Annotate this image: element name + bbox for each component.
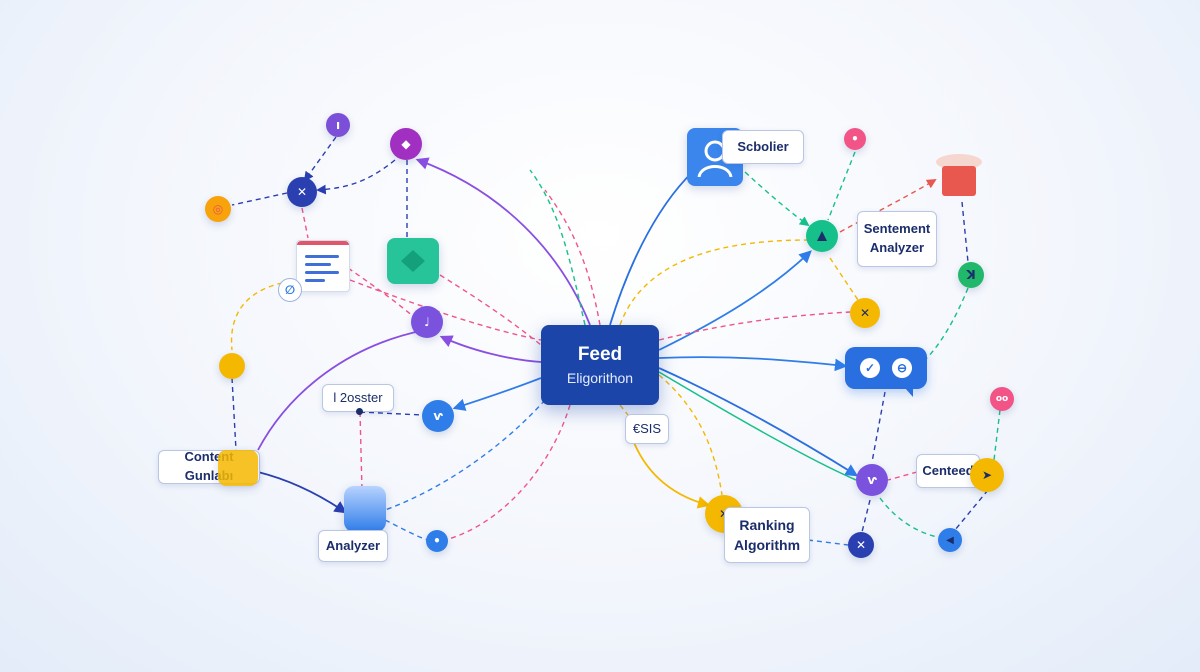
edge-green-hub bbox=[439, 274, 542, 346]
edge-faint-2 bbox=[544, 189, 601, 326]
node-navy-left[interactable]: ✕ bbox=[287, 177, 317, 207]
edge-hub-ranking bbox=[658, 374, 723, 496]
edge-hub-purple-right-2 bbox=[658, 371, 857, 481]
node-top-purple[interactable]: ı bbox=[326, 113, 350, 137]
edge-faint-3 bbox=[619, 239, 809, 326]
edge-yellow-left-down bbox=[231, 377, 237, 451]
edge-scholier-teal bbox=[744, 171, 810, 227]
edge-centeed-purple bbox=[887, 471, 918, 481]
analyzer-cylinder[interactable] bbox=[344, 486, 386, 532]
edge-purple-bluebottom bbox=[879, 497, 943, 539]
edge-hub-blue-mid bbox=[452, 377, 542, 411]
gift-icon bbox=[932, 148, 990, 202]
posster-dot bbox=[356, 408, 363, 415]
edge-teal-yellowx bbox=[829, 257, 859, 301]
edge-analyzer-bluesmall bbox=[384, 519, 429, 541]
node-yellow-x[interactable]: ✕ bbox=[850, 298, 880, 328]
edge-navy-orange bbox=[231, 192, 288, 206]
sentiment-icon bbox=[817, 231, 827, 241]
node-violet-mid[interactable]: ♩ bbox=[411, 306, 443, 338]
node-pink-right[interactable]: oo bbox=[990, 387, 1014, 411]
node-blue-bottom[interactable]: ◀ bbox=[938, 528, 962, 552]
analyzer-label[interactable]: Analyzer bbox=[318, 530, 388, 562]
scholier-label[interactable]: Scbolier bbox=[722, 130, 804, 164]
small-circle-icon: ∅ bbox=[278, 278, 302, 302]
edge-magenta-navy bbox=[316, 159, 396, 195]
hub-subtitle: Eligorithon bbox=[566, 370, 634, 386]
ranking-label[interactable]: Ranking Algorithm bbox=[724, 507, 810, 563]
node-blue-mid[interactable]: ⱱ bbox=[422, 400, 454, 432]
check-icon: ✓ bbox=[860, 358, 880, 378]
node-green-right[interactable]: ꓘ bbox=[958, 262, 984, 288]
node-purple-right[interactable]: ⱱ bbox=[856, 464, 888, 496]
edge-hub-analyzer bbox=[384, 399, 546, 511]
edge-content-analyzer bbox=[257, 471, 348, 514]
edge-hub-purple-right bbox=[658, 367, 859, 477]
edge-doc-hub bbox=[349, 279, 542, 341]
edge-posster-analyzer bbox=[359, 411, 363, 491]
node-yellow-right[interactable]: ➤ bbox=[970, 458, 1004, 492]
green-cube-tile[interactable] bbox=[387, 238, 439, 284]
edge-hub-violet bbox=[439, 335, 542, 363]
edge-hub-csis bbox=[619, 404, 629, 416]
csis-label[interactable]: €SIS bbox=[625, 414, 669, 444]
document-icon bbox=[296, 240, 350, 292]
edge-yellowright-bluebottom bbox=[954, 489, 989, 531]
edge-ranking-navy bbox=[807, 539, 849, 546]
edge-doc-violet bbox=[347, 267, 416, 319]
edge-faint-1 bbox=[529, 169, 586, 326]
node-pink-top[interactable]: • bbox=[844, 128, 866, 150]
chat-bubble[interactable]: ✓ ⊖ bbox=[845, 347, 927, 397]
edge-hub-teal bbox=[658, 250, 812, 351]
cube-icon bbox=[401, 250, 425, 272]
edge-hub-yellowx bbox=[658, 311, 851, 341]
edge-top-purple-navy bbox=[303, 136, 337, 182]
node-navy-bottom[interactable]: ✕ bbox=[848, 532, 874, 558]
edge-hub-scholier bbox=[609, 164, 701, 326]
feed-algorithm-hub[interactable]: Feed Eligorithon bbox=[541, 325, 659, 405]
sentiment-label[interactable]: Sentement Analyzer bbox=[857, 211, 937, 267]
edge-pink-teal bbox=[827, 151, 856, 221]
node-yellow-left[interactable] bbox=[219, 353, 245, 379]
hub-title: Feed bbox=[577, 344, 623, 365]
node-blue-small[interactable]: • bbox=[426, 530, 448, 552]
node-magenta[interactable]: ◆ bbox=[390, 128, 422, 160]
node-orange[interactable]: ◎ bbox=[205, 196, 231, 222]
content-yellow-tab bbox=[218, 450, 258, 486]
minus-circle-icon: ⊖ bbox=[892, 358, 912, 378]
edge-pink-yellowright bbox=[993, 409, 1001, 461]
edge-hub-chat bbox=[658, 356, 848, 372]
posster-label[interactable]: l 2osster bbox=[322, 384, 394, 412]
edge-hub-bluesmall bbox=[444, 404, 571, 541]
edge-violet-content bbox=[257, 329, 426, 451]
edge-posster-blue bbox=[359, 411, 423, 416]
edge-hub-magenta bbox=[415, 157, 591, 326]
edge-chat-purple bbox=[871, 391, 886, 463]
edge-gift-tealright bbox=[961, 201, 969, 263]
centeed-label[interactable]: Centeed bbox=[916, 454, 980, 488]
edge-tealright-chat bbox=[924, 287, 969, 361]
node-teal[interactable] bbox=[806, 220, 838, 252]
edge-purple-navy bbox=[861, 499, 871, 533]
edge-navy-doc bbox=[301, 207, 309, 239]
